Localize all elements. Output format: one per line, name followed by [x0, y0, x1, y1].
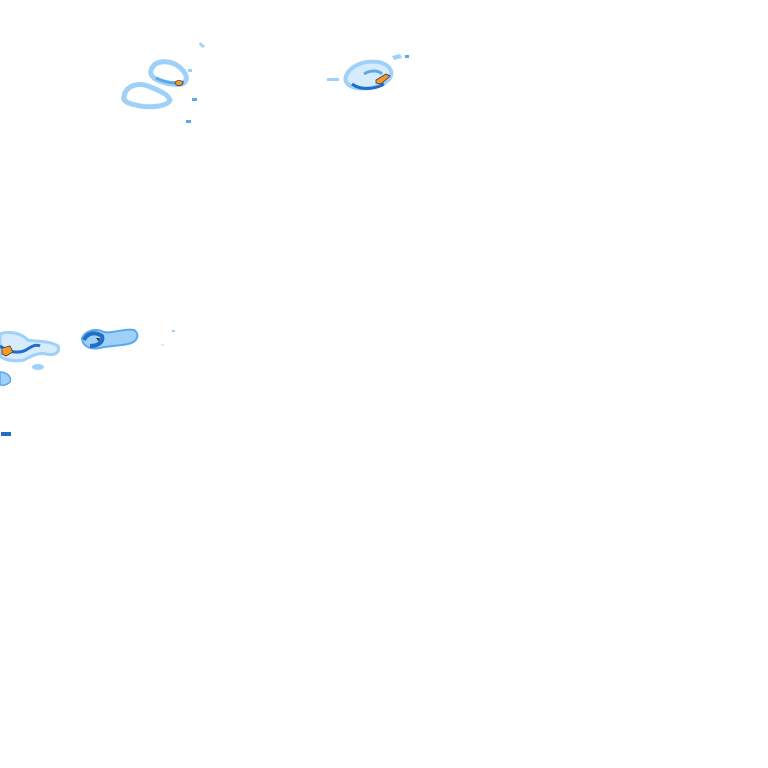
precip-ring-outer [121, 81, 173, 110]
precip-fleck [327, 78, 339, 81]
precip-fleck [96, 338, 100, 342]
precip-fleck [1, 432, 11, 436]
precip-core [375, 73, 391, 85]
precip-core [174, 80, 184, 86]
precip-cell-north [327, 54, 409, 91]
precip-fleck [186, 120, 191, 123]
precip-fleck [192, 98, 197, 101]
precip-cell-west [0, 330, 60, 436]
precip-fleck [199, 42, 205, 48]
precip-band [351, 82, 385, 90]
precip-fleck [32, 364, 44, 370]
precip-fleck [392, 54, 402, 60]
precip-band [363, 69, 384, 76]
precip-band [82, 331, 105, 348]
precip-fleck [172, 330, 175, 332]
precip-band [0, 371, 12, 387]
precip-cell-northwest [121, 42, 205, 123]
precip-fleck [405, 55, 409, 58]
precip-cell-west-center [80, 328, 175, 350]
precip-fleck [188, 69, 192, 72]
precip-fleck [161, 344, 164, 346]
precip-core [1, 345, 14, 357]
